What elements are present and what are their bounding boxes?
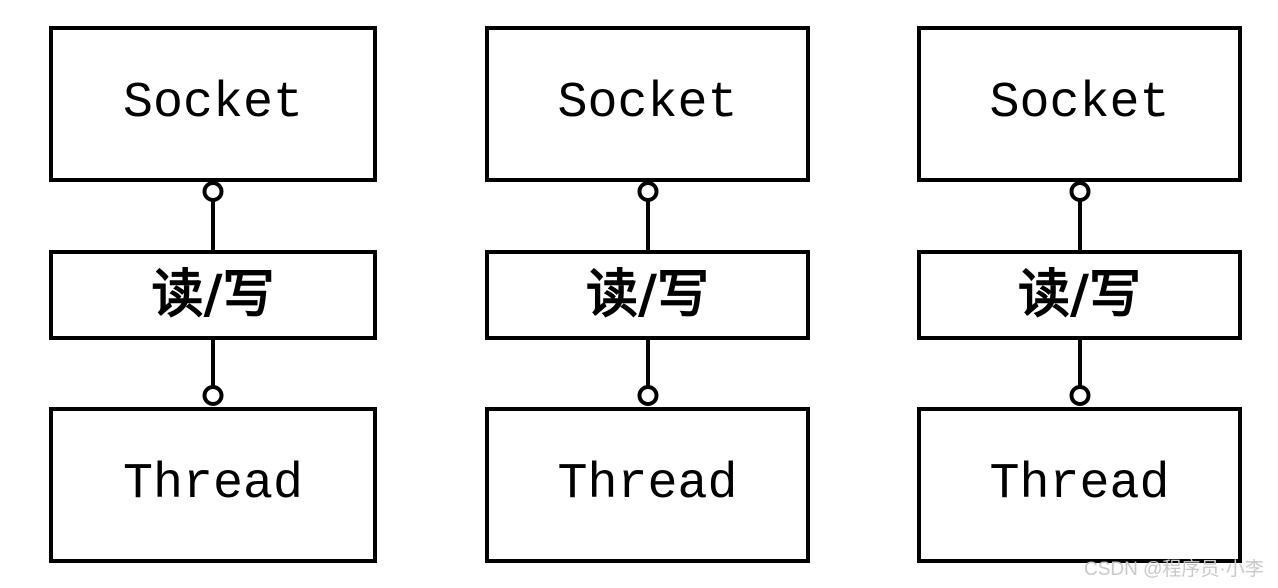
circle-connector-icon: [637, 181, 658, 202]
circle-connector-icon: [637, 385, 658, 406]
thread-label: Thread: [989, 456, 1170, 513]
thread-box: Thread: [49, 407, 377, 563]
read-write-label: 读/写: [1018, 264, 1141, 325]
connector-line-bottom: [211, 340, 215, 387]
socket-box: Socket: [917, 26, 1242, 182]
connector-line-top: [1077, 200, 1082, 252]
read-write-box: 读/写: [485, 250, 810, 340]
socket-thread-column-3: Socket 读/写 Thread: [917, 26, 1242, 563]
socket-thread-column-2: Socket 读/写 Thread: [485, 26, 810, 563]
thread-label: Thread: [557, 456, 738, 513]
thread-label: Thread: [122, 456, 304, 513]
circle-connector-icon: [1069, 181, 1090, 202]
read-write-label: 读/写: [586, 264, 709, 325]
connector-line-bottom: [1077, 340, 1082, 387]
socket-thread-column-1: Socket 读/写 Thread: [49, 26, 377, 563]
read-write-box: 读/写: [917, 250, 1242, 340]
connector-line-top: [211, 200, 215, 252]
circle-connector-icon: [202, 181, 224, 202]
csdn-watermark: CSDN @程序员·小李: [1084, 559, 1264, 580]
socket-label: Socket: [989, 75, 1170, 132]
socket-box: Socket: [485, 26, 810, 182]
connector-line-bottom: [645, 340, 650, 387]
socket-label: Socket: [122, 75, 304, 132]
socket-box: Socket: [49, 26, 377, 182]
read-write-label: 读/写: [151, 264, 275, 325]
thread-box: Thread: [917, 407, 1242, 563]
connector-line-top: [645, 200, 650, 252]
circle-connector-icon: [1069, 385, 1090, 406]
circle-connector-icon: [202, 385, 224, 406]
thread-box: Thread: [485, 407, 810, 563]
read-write-box: 读/写: [49, 250, 377, 340]
socket-label: Socket: [557, 75, 738, 132]
